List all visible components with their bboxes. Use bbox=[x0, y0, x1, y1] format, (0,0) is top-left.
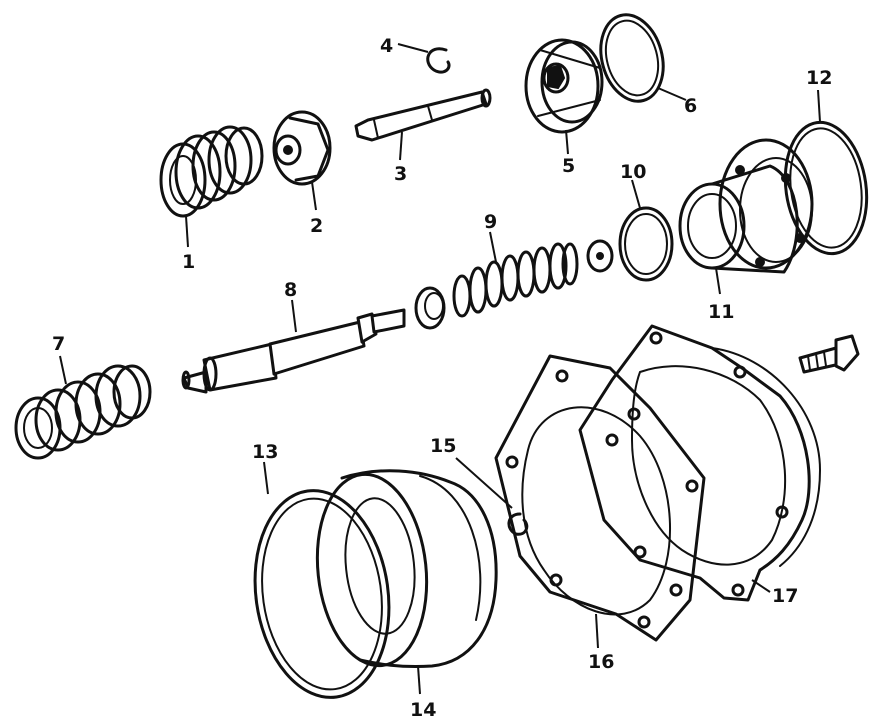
part-8-shaft bbox=[181, 308, 406, 394]
callout-13: 13 bbox=[252, 441, 278, 463]
part-10-ring bbox=[618, 206, 674, 282]
part-5-pulley bbox=[524, 38, 604, 134]
callout-15: 15 bbox=[430, 435, 456, 457]
part-6-split-ring bbox=[599, 13, 665, 103]
callout-3: 3 bbox=[394, 163, 407, 185]
part-2-retainer bbox=[272, 110, 332, 186]
callout-14: 14 bbox=[410, 699, 436, 721]
callout-8: 8 bbox=[284, 279, 297, 301]
callout-6: 6 bbox=[684, 95, 697, 117]
callout-17: 17 bbox=[772, 585, 798, 607]
callouts: 1 2 3 4 5 6 7 8 9 10 11 12 13 14 15 16 1… bbox=[52, 35, 832, 721]
callout-16: 16 bbox=[588, 651, 614, 673]
part-1-spring bbox=[159, 125, 264, 218]
part-14-housing bbox=[315, 469, 498, 669]
callout-4: 4 bbox=[380, 35, 393, 57]
callout-7: 7 bbox=[52, 333, 65, 355]
part-13-o-ring bbox=[253, 489, 391, 699]
part-12-snap-ring bbox=[783, 120, 869, 256]
part-7-spring bbox=[14, 364, 152, 460]
part-4-clip bbox=[426, 47, 451, 74]
leader-lines bbox=[59, 43, 821, 695]
callout-1: 1 bbox=[182, 251, 195, 273]
part-9-spring bbox=[414, 239, 614, 330]
callout-10: 10 bbox=[620, 161, 646, 183]
callout-12: 12 bbox=[806, 67, 832, 89]
part-11-drum bbox=[678, 138, 814, 274]
callout-9: 9 bbox=[484, 211, 497, 233]
part-3-pin bbox=[354, 88, 492, 142]
callout-5: 5 bbox=[562, 155, 575, 177]
bolt bbox=[798, 334, 860, 374]
callout-11: 11 bbox=[708, 301, 734, 323]
callout-2: 2 bbox=[310, 215, 323, 237]
part-17-cover bbox=[578, 324, 822, 602]
